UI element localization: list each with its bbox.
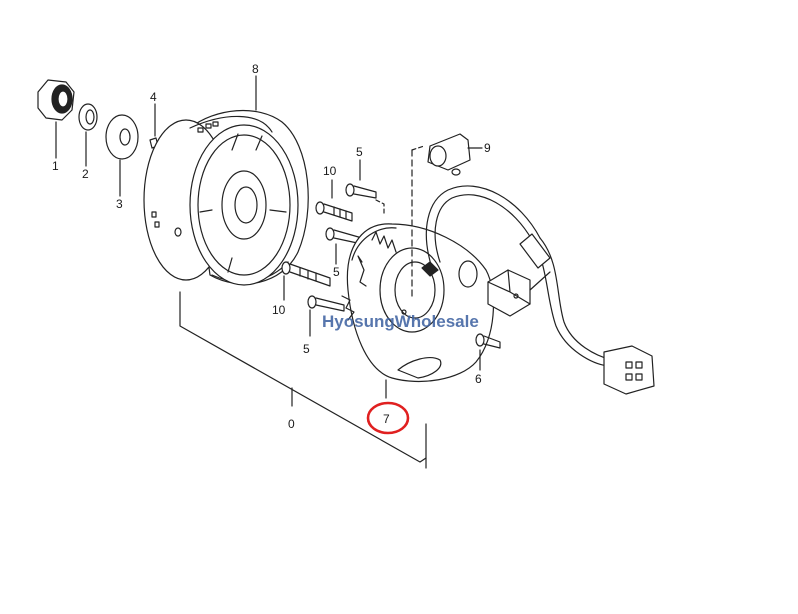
part-5-screw-upper	[345, 159, 377, 199]
label-part-5c: 5	[303, 342, 310, 356]
label-part-3: 3	[116, 197, 123, 211]
part-2-washer	[78, 103, 98, 167]
label-part-5a: 5	[356, 145, 363, 159]
part-5-screw-lower	[307, 295, 345, 337]
wiring-harness	[421, 185, 655, 395]
part-1-nut	[37, 79, 75, 159]
part-10-bolt-upper	[315, 179, 353, 222]
highlight-circle	[366, 401, 410, 435]
label-part-2: 2	[82, 167, 89, 181]
part-7-stator	[341, 223, 494, 399]
part-8-flywheel	[143, 75, 309, 286]
watermark: HyosungWholesale	[322, 312, 479, 331]
label-part-10a: 10	[323, 164, 337, 178]
assembly-bracket	[179, 291, 427, 469]
part-6-screw	[475, 333, 501, 371]
part-3-plate	[105, 114, 139, 197]
label-part-8: 8	[252, 62, 259, 76]
label-part-0: 0	[288, 417, 295, 431]
label-part-10b: 10	[272, 303, 286, 317]
part-9-clamp	[375, 133, 483, 301]
part-10-bolt-lower	[281, 261, 331, 301]
label-part-1: 1	[52, 159, 59, 173]
label-part-7: 7	[383, 412, 390, 426]
pulser-coil	[487, 269, 551, 317]
label-part-6: 6	[475, 372, 482, 386]
label-part-9: 9	[484, 141, 491, 155]
label-part-5b: 5	[333, 265, 340, 279]
label-part-4: 4	[150, 90, 157, 104]
